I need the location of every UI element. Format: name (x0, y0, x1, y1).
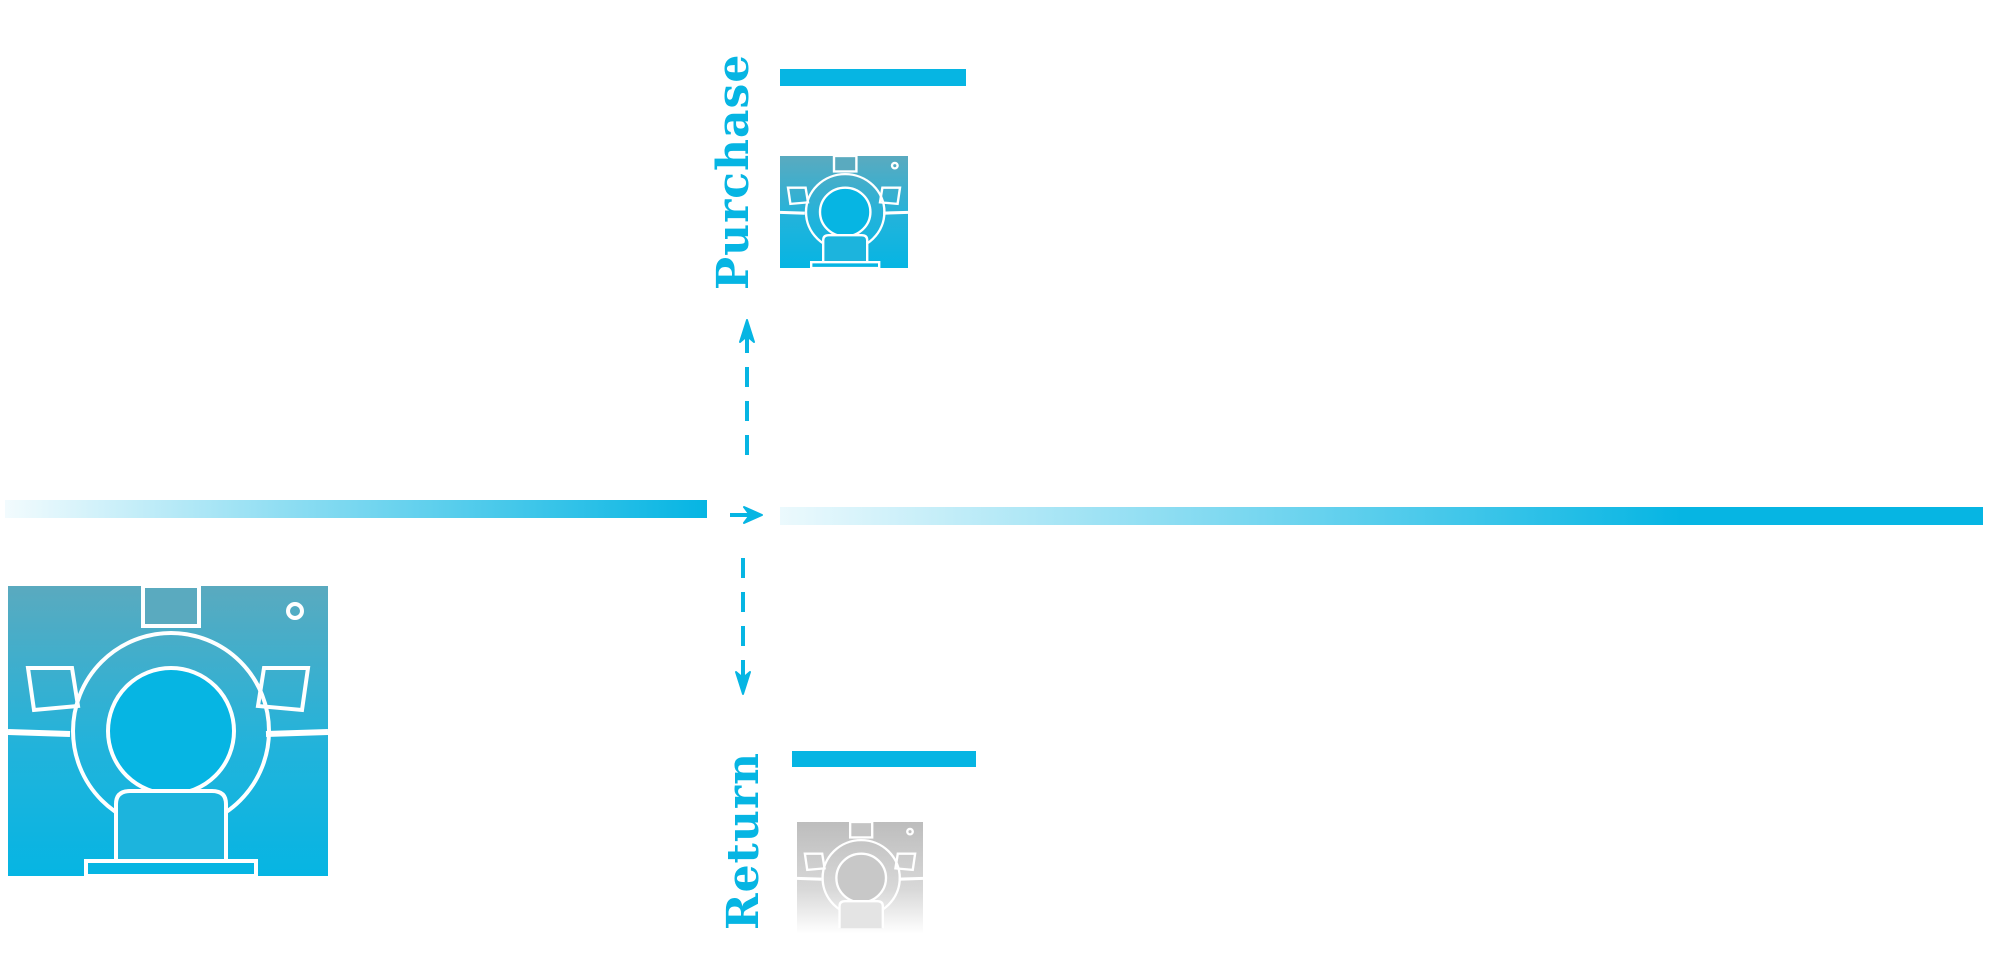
return-label: Return (718, 751, 769, 930)
purchase-bar (780, 69, 966, 86)
up-arrow-icon (739, 319, 755, 455)
right-arrow-icon (730, 506, 763, 524)
ct-scanner-icon (779, 154, 909, 270)
incoming-flow-bar-end (703, 500, 707, 518)
down-arrow-icon (735, 558, 751, 695)
flow-arrows (730, 319, 763, 695)
purchase-label: Purchase (708, 53, 759, 290)
ct-scanner-icon-faded (796, 820, 924, 934)
return-bar (792, 751, 976, 767)
incoming-flow-bar (5, 500, 705, 518)
outgoing-flow-bar (780, 507, 1983, 525)
ct-scanner-icon (7, 584, 329, 878)
